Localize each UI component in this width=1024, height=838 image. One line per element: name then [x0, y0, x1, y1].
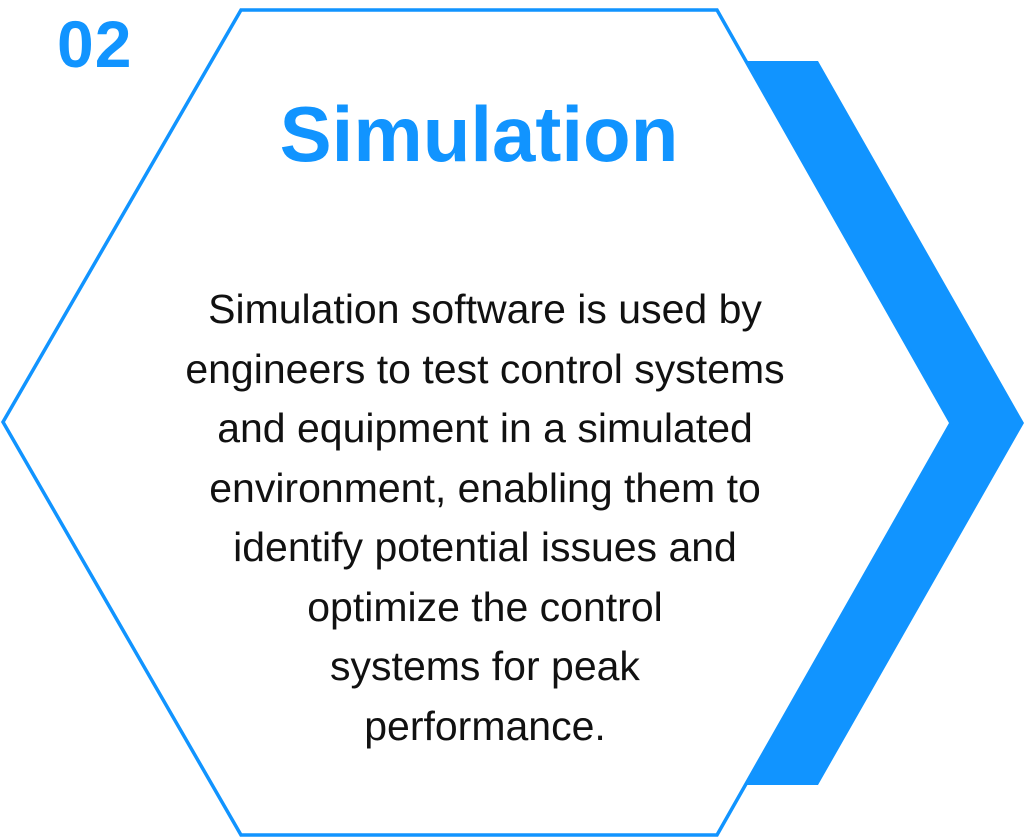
- chevron-arrow-icon: [747, 61, 1024, 785]
- hexagon-outline: [0, 8, 954, 837]
- step-description: Simulation software is used by engineers…: [120, 280, 850, 756]
- step-number: 02: [57, 7, 133, 81]
- description-line: engineers to test control systems: [185, 345, 785, 392]
- description-line: performance.: [364, 702, 606, 749]
- step-title: Simulation: [279, 90, 679, 178]
- description-line: systems for peak: [330, 643, 640, 689]
- description-line: Simulation software is used by: [208, 286, 762, 332]
- description-line: and equipment in a simulated: [217, 405, 753, 451]
- description-line: environment, enabling them to: [209, 464, 761, 511]
- description-line: optimize the control: [307, 583, 663, 630]
- description-line: identify potential issues and: [233, 524, 737, 570]
